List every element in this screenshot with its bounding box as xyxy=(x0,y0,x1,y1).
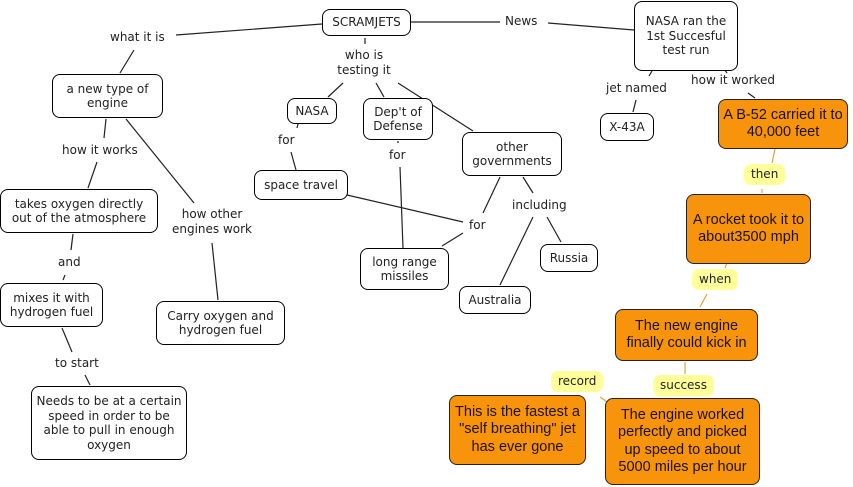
concept-space-travel[interactable]: space travel xyxy=(254,170,348,200)
edge-who-nasa xyxy=(327,82,344,98)
edge-engine-howother xyxy=(125,118,195,204)
edge-jetnamed-x43a xyxy=(632,99,637,113)
concept-x43a[interactable]: X-43A xyxy=(600,113,654,141)
concept-engine-worked[interactable]: The engine worked perfectly and picked u… xyxy=(605,398,760,485)
edge-for-missiles2 xyxy=(441,232,464,247)
edge-takes-and xyxy=(70,233,74,251)
link-how-it-works: how it works xyxy=(62,143,138,157)
link-how-other-engines: how other engines work xyxy=(171,207,253,236)
edge-including-russia xyxy=(546,216,562,243)
edge-when-kickin xyxy=(699,293,708,308)
edge-news-nasaran xyxy=(547,22,635,31)
concept-other-governments[interactable]: other governments xyxy=(462,132,562,176)
edge-tostart-needs xyxy=(84,374,91,386)
edge-including-australia xyxy=(499,216,534,286)
concept-nasa-ran-test[interactable]: NASA ran the 1st Succesful test run xyxy=(634,1,738,71)
link-for-nasa: for xyxy=(278,133,295,147)
link-who-is-testing: who is testing it xyxy=(337,48,391,77)
concept-dept-of-defense[interactable]: Dep't of Defense xyxy=(363,98,433,140)
link-including: including xyxy=(512,198,567,212)
concept-new-type-of-engine[interactable]: a new type of engine xyxy=(52,74,163,118)
edge-and-mixes xyxy=(62,274,66,281)
link-when: when xyxy=(692,269,739,290)
concept-long-range-missiles[interactable]: long range missiles xyxy=(360,248,449,290)
link-and: and xyxy=(58,255,81,269)
concept-nasa[interactable]: NASA xyxy=(287,98,337,124)
link-to-start: to start xyxy=(55,356,99,370)
edge-engine-howworks xyxy=(103,118,107,139)
link-how-it-worked: how it worked xyxy=(691,73,776,87)
edge-scramjets-whatitis xyxy=(175,23,323,36)
link-for-gov: for xyxy=(469,218,486,232)
link-record: record xyxy=(551,371,604,392)
edge-othergov-for xyxy=(482,176,501,214)
edge-whatitis-engine xyxy=(119,49,135,74)
edge-nasa-for xyxy=(296,123,299,129)
concept-mixes-hydrogen[interactable]: mixes it with hydrogen fuel xyxy=(0,283,103,327)
link-then: then xyxy=(744,164,786,185)
edge-who-dod xyxy=(375,82,385,98)
edge-space-for xyxy=(346,194,464,223)
concept-rocket-3500[interactable]: A rocket took it to about3500 mph xyxy=(686,194,811,264)
edge-who-othergov xyxy=(397,82,474,132)
link-jet-named: jet named xyxy=(606,81,667,95)
concept-australia[interactable]: Australia xyxy=(459,286,531,314)
edge-howother-carry xyxy=(211,242,219,301)
edge-othergov-including xyxy=(522,176,534,194)
concept-fastest-jet[interactable]: This is the fastest a "self breathing" j… xyxy=(449,395,586,465)
concept-needs-speed[interactable]: Needs to be at a certain speed in order … xyxy=(31,386,187,460)
edge-howworks-takes xyxy=(87,161,98,189)
edge-for-space xyxy=(290,151,297,171)
concept-takes-oxygen[interactable]: takes oxygen directly out of the atmosph… xyxy=(0,189,158,233)
link-for-dod: for xyxy=(389,148,406,162)
edge-b52-then xyxy=(771,148,776,164)
concept-russia[interactable]: Russia xyxy=(540,244,598,272)
link-what-it-is: what it is xyxy=(110,30,165,44)
edge-howworked-b52 xyxy=(747,92,756,99)
concept-carry-oxygen[interactable]: Carry oxygen and hydrogen fuel xyxy=(156,301,285,345)
link-news: News xyxy=(505,14,538,28)
edge-mixes-tostart xyxy=(61,327,73,353)
link-success: success xyxy=(653,375,714,396)
concept-b52-carried[interactable]: A B-52 carried it to 40,000 feet xyxy=(718,99,848,149)
edge-nasaran-jetnamed xyxy=(648,70,653,77)
concept-scramjets[interactable]: SCRAMJETS xyxy=(322,9,411,36)
concept-engine-kick-in[interactable]: The new engine finally could kick in xyxy=(615,309,758,361)
